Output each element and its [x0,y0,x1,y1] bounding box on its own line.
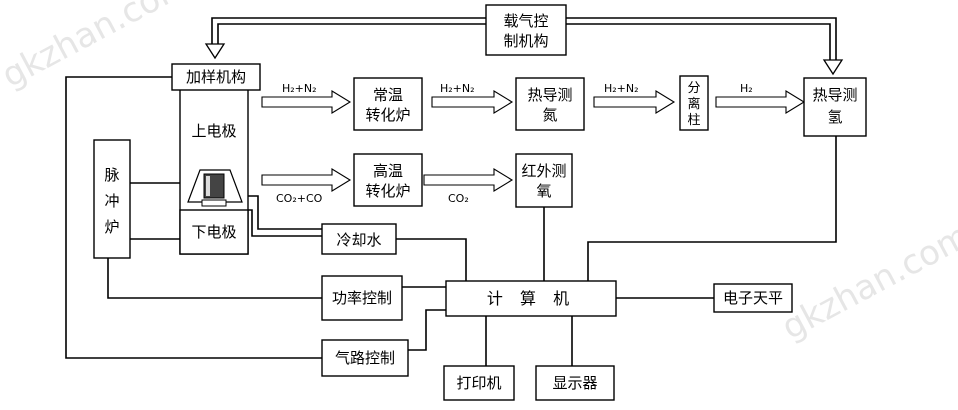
flow-label-h2: H₂ [740,82,753,95]
svg-text:脉: 脉 [104,166,119,184]
ir-oxygen-box: 红外测 氧 [515,153,573,208]
svg-text:炉: 炉 [104,218,119,236]
power-control-box: 功率控制 [321,275,403,321]
flow-label-co2: CO₂ [448,192,469,205]
svg-text:氧: 氧 [536,182,551,200]
svg-text:柱: 柱 [687,113,700,128]
tc-hydrogen-to-computer-line [587,136,837,281]
printer-box: 打印机 [443,365,515,401]
tc-nitrogen-box: 热导测 氮 [515,77,585,131]
rt-converter-box: 常温 转化炉 [353,77,423,131]
power-control-line [107,258,322,299]
flow-arrows [261,90,806,192]
svg-text:高温: 高温 [373,162,403,180]
svg-text:氮: 氮 [542,106,557,124]
svg-text:冷却水: 冷却水 [336,231,381,249]
svg-text:热导测: 热导测 [812,86,857,104]
gas-path-control-box: 气路控制 [321,339,409,377]
display-box: 显示器 [535,365,615,401]
cooling-to-computer-line [396,238,467,281]
svg-text:转化炉: 转化炉 [365,106,410,124]
svg-text:氢: 氢 [827,108,842,126]
upper-electrode-label: 上电极 [191,122,236,140]
svg-text:红外测: 红外测 [521,162,566,180]
svg-text:制机构: 制机构 [503,32,548,50]
lower-electrode-box: 下电极 [179,209,249,255]
arrow-rt-to-tc [431,90,514,114]
watermark: gkzhan.com [0,0,197,96]
carrier-gas-control-box: 载气控 制机构 [485,4,567,56]
svg-text:分: 分 [687,81,700,96]
arrow-feeder-to-rt [261,90,352,114]
computer-box: 计 算 机 [445,280,617,317]
arrow-column-to-tch [715,90,806,114]
svg-text:离: 离 [687,96,700,112]
gas-to-computer-line [408,309,446,351]
svg-text:冲: 冲 [104,192,119,210]
arrow-feeder-to-ht [261,168,352,192]
pulse-furnace-box: 脉 冲 炉 [93,139,131,259]
carrier-gas-split-lines [204,17,844,76]
svg-text:气路控制: 气路控制 [335,349,395,367]
svg-text:下电极: 下电极 [191,223,236,241]
gas-path-to-feeder-line [65,76,322,359]
electrode-cooling-line-2 [248,209,322,237]
electronic-balance-box: 电子天平 [713,283,793,313]
svg-text:显示器: 显示器 [552,374,597,392]
flow-label-h2n2-2: H₂+N₂ [440,82,475,95]
svg-text:电子天平: 电子天平 [723,289,783,307]
svg-text:功率控制: 功率控制 [332,289,392,307]
cooling-water-box: 冷却水 [321,223,397,255]
svg-text:加样机构: 加样机构 [186,68,246,86]
flow-label-h2n2-1: H₂+N₂ [282,82,317,95]
watermark: gkzhan.com [775,216,958,348]
svg-text:热导测: 热导测 [527,86,572,104]
svg-text:载气控: 载气控 [503,12,548,30]
svg-text:打印机: 打印机 [456,374,501,392]
electrode-cooling-line [248,195,322,230]
crucible-icon [187,169,243,207]
flow-label-h2n2-3: H₂+N₂ [604,82,639,95]
svg-text:计 算 机: 计 算 机 [487,289,575,308]
tc-hydrogen-box: 热导测 氢 [803,77,867,137]
arrow-ht-to-ir [423,168,514,192]
sample-feeder-box: 加样机构 [171,63,261,91]
svg-text:常温: 常温 [373,86,403,104]
flow-label-co2co: CO₂+CO [276,192,323,205]
ht-converter-box: 高温 转化炉 [353,153,423,207]
arrow-tc-to-column [593,90,676,114]
separation-column-box: 分 离 柱 [679,75,709,131]
svg-text:转化炉: 转化炉 [365,182,410,200]
